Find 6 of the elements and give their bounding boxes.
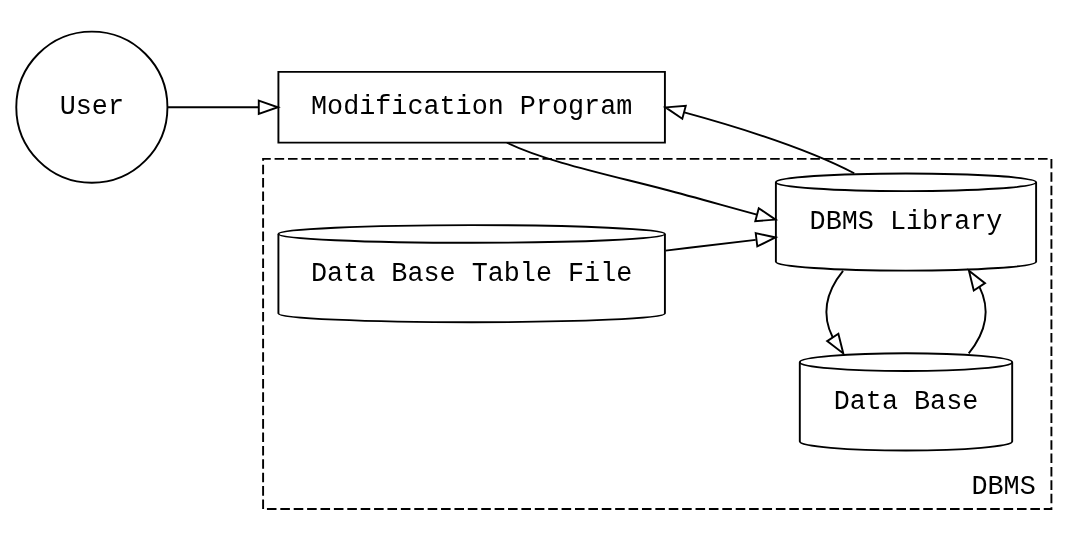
arrow bbox=[664, 231, 779, 252]
arrow bbox=[167, 98, 281, 115]
node-box: Modification Program bbox=[277, 70, 666, 144]
node-circle: User bbox=[15, 30, 169, 184]
arrow bbox=[967, 267, 987, 354]
arrow bbox=[825, 269, 845, 356]
